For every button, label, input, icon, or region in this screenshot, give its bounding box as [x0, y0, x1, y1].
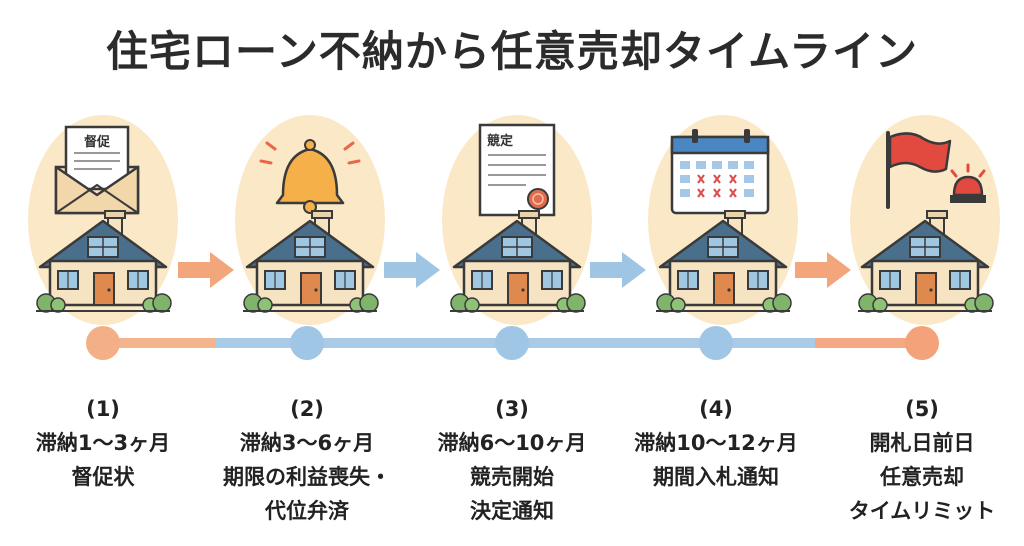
document-seal-icon: 競定: [478, 123, 556, 217]
step-period: 滞納1〜3ヶ月: [35, 431, 171, 455]
calendar-icon: [670, 129, 770, 215]
step-label-1: (1) 滞納1〜3ヶ月 督促状: [3, 392, 203, 494]
step-event: 期限の利益喪失・: [223, 465, 391, 489]
flag-icon: [886, 131, 952, 209]
step-event: 任意売却: [880, 465, 964, 489]
step-period: 滞納10〜12ヶ月: [634, 431, 798, 455]
arrow-3-to-4: [590, 252, 646, 288]
step-event: 期間入札通知: [653, 465, 779, 489]
step-number: (5): [905, 397, 939, 421]
timeline-dot-5: [905, 326, 939, 360]
siren-icon: [950, 163, 986, 203]
stage-1-illustration: 督促: [34, 125, 173, 314]
timeline-segment-5: [815, 338, 923, 348]
step-number: (2): [290, 397, 324, 421]
bell-icon: [259, 139, 361, 214]
step-period: 滞納6〜10ヶ月: [437, 431, 587, 455]
stage-4: [648, 115, 798, 325]
timeline-dot-1: [86, 326, 120, 360]
letter-doc-text: 督促: [84, 134, 111, 150]
timeline: [86, 326, 939, 360]
envelope-letter-icon: 督促: [54, 125, 140, 215]
step-period: 滞納3〜6ヶ月: [239, 431, 375, 455]
step-label-4: (4) 滞納10〜12ヶ月 期間入札通知: [616, 392, 816, 494]
step-number: (1): [86, 397, 120, 421]
stage-3-illustration: 競定: [448, 123, 587, 314]
arrow-2-to-3: [384, 252, 440, 288]
timeline-dot-4: [699, 326, 733, 360]
step-number: (3): [495, 397, 529, 421]
step-period: 開札日前日: [869, 431, 975, 455]
step-event: タイムリミット: [848, 499, 996, 523]
step-number: (4): [699, 397, 733, 421]
timeline-dot-3: [495, 326, 529, 360]
page-title: 住宅ローン不納から任意売却タイムライン: [106, 27, 918, 76]
step-event: 競売開始: [470, 465, 554, 489]
step-event: 決定通知: [470, 499, 554, 523]
step-label-5: (5) 開札日前日 任意売却 タイムリミット: [822, 392, 1022, 528]
step-event: 代位弁済: [265, 499, 349, 523]
stage-2-illustration: [241, 139, 380, 314]
stage-1: 督促: [28, 115, 178, 325]
stage-3: 競定: [442, 115, 592, 325]
stage-4-illustration: [654, 129, 793, 314]
arrow-1-to-2: [178, 252, 234, 288]
arrow-4-to-5: [795, 252, 851, 288]
step-label-3: (3) 滞納6〜10ヶ月 競売開始 決定通知: [412, 392, 612, 528]
step-event: 督促状: [71, 465, 135, 489]
step-label-2: (2) 滞納3〜6ヶ月 期限の利益喪失・ 代位弁済: [207, 392, 407, 528]
document-doc-text: 競定: [487, 133, 513, 149]
timeline-dot-2: [290, 326, 324, 360]
timeline-segment-1: [103, 338, 215, 348]
stage-5-illustration: [856, 131, 995, 314]
stage-2: [235, 115, 385, 325]
stage-5: [850, 115, 1000, 325]
